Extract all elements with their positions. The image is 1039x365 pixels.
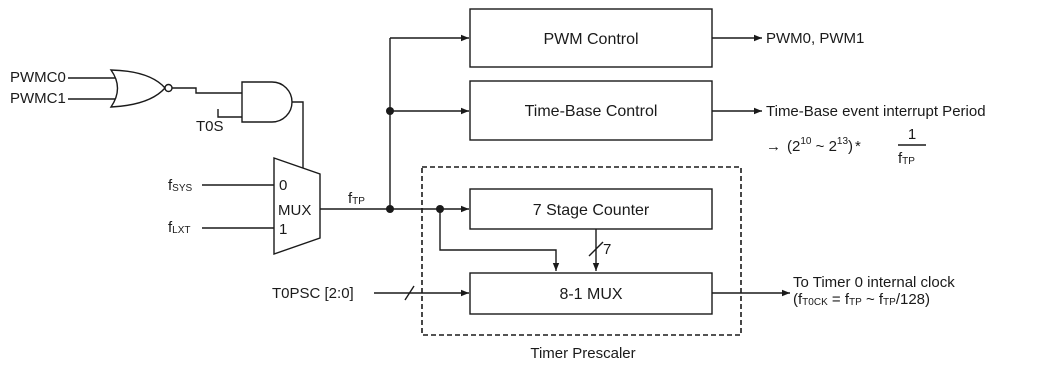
timebase-control-block: [469, 80, 713, 141]
t0psc-label: T0PSC [2:0]: [272, 285, 354, 302]
and-gate: [241, 81, 293, 123]
period-numerator: 1: [908, 126, 916, 143]
ftp-label: fTP: [348, 190, 365, 207]
period-formula: →(210 ~ 213)*: [766, 136, 861, 155]
t0s-wire: [217, 109, 242, 118]
and-to-mux-select-wire: [292, 101, 304, 174]
mux-input0-label: 0: [279, 177, 287, 194]
pwm-control-block: [469, 8, 713, 68]
t0psc-bus-slash: [404, 285, 415, 301]
timer0-output-label: To Timer 0 internal clock: [793, 274, 955, 291]
bus-width-label: 7: [603, 241, 611, 258]
mux-label: MUX: [278, 202, 311, 219]
pwmc0-label: PWMC0: [10, 69, 66, 86]
nor-inversion-bubble: [164, 83, 173, 93]
flxt-label: fLXT: [168, 219, 191, 236]
timebase-output-label: Time-Base event interrupt Period: [766, 103, 986, 120]
timer-prescaler-label: Timer Prescaler: [530, 345, 635, 362]
nor-gate: [109, 69, 166, 108]
timebase-control-label: Time-Base Control: [525, 103, 658, 120]
t0s-label: T0S: [196, 118, 224, 135]
nor-to-and-wire: [172, 87, 242, 94]
pwm-control-label: PWM Control: [543, 31, 638, 48]
ftp-to-mux81-wire: [439, 209, 560, 271]
junction-dot-ftp: [386, 205, 394, 213]
stage-counter-block: [469, 188, 713, 230]
pwm-output-label: PWM0, PWM1: [766, 30, 864, 47]
junction-dot-timebase: [386, 107, 394, 115]
mux-2to1: [273, 157, 321, 255]
mux81-label: 8-1 MUX: [559, 286, 622, 303]
timer-prescaler-region: [421, 166, 742, 336]
period-denominator: fTP: [898, 150, 915, 167]
timer0-clock-formula: (fT0CK = fTP ~ fTP/128): [793, 291, 930, 308]
pwmc1-label: PWMC1: [10, 90, 66, 107]
bus-slash: [588, 241, 604, 257]
fsys-label: fSYS: [168, 177, 193, 194]
mux81-block: [469, 272, 713, 315]
mux-input1-label: 1: [279, 221, 287, 238]
stage-counter-label: 7 Stage Counter: [533, 202, 650, 219]
